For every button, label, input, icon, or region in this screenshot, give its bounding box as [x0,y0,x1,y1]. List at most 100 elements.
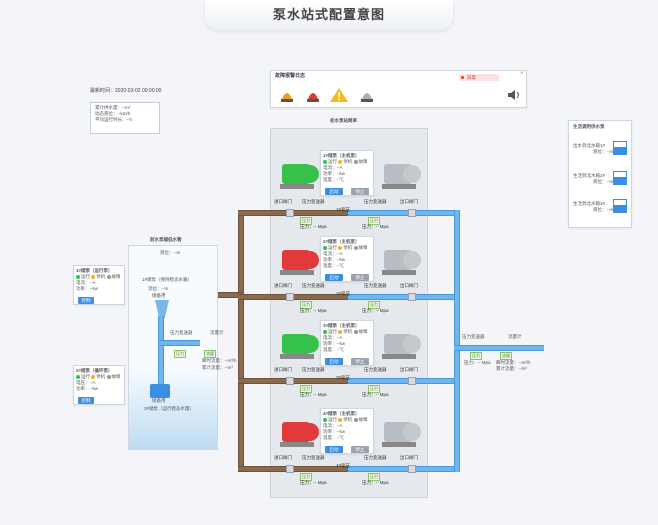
status-stop: 停机 [96,274,106,279]
pump-current: 电流：--A [323,165,343,170]
bottom-pump-title: 3#储泵（运行稳态水量） [144,406,195,411]
inlet-valve[interactable] [286,293,294,301]
tank-label: 出水到北水箱1# [573,143,606,148]
suction-label: 1#吸压 [336,207,351,212]
pump-motor-icon[interactable] [276,328,320,364]
bottom-pump-label: 储备用 [152,398,166,403]
outlet-valve[interactable] [408,377,416,385]
flow-rate: 瞬时流量：--m³/h [202,358,237,363]
left-pump-card: 1#储泵（运行泵） 运行 停机 故障 电流：--A 功率：--kw 控制 [73,265,125,305]
flowmeter-label: 流量计 [210,330,224,335]
pressure-gauge: 压力 [174,350,186,358]
pump-card: 4#储泵（主机泵） 运行 停机 故障 电流：--A 功率：--kw 温度：--℃… [320,408,374,454]
pressure-gauge: 压力 [368,473,380,481]
stop-dot-icon [91,374,96,379]
fault-dot-icon [353,159,358,164]
stop-button[interactable]: 停止 [351,446,369,453]
status-fault: 故障 [358,159,368,164]
pump-status-row: 运行 停机 故障 [323,245,371,251]
stop-button[interactable]: 停止 [351,188,369,195]
control-button[interactable]: 控制 [78,297,94,304]
start-button[interactable]: 启动 [325,446,343,453]
stop-dot-icon [338,329,343,334]
tank-value: 液位：--m [593,207,614,212]
outlet-valve[interactable] [408,209,416,217]
start-button[interactable]: 启动 [325,188,343,195]
stop-button[interactable]: 停止 [351,358,369,365]
pump-motor-icon[interactable] [276,158,320,194]
inlet-valve[interactable] [286,377,294,385]
outlet-valve[interactable] [408,293,416,301]
inlet-pressure-value: 压力：-- Mpa [300,308,327,313]
inlet-valve[interactable] [286,465,294,473]
run-dot-icon [323,245,327,250]
left-pump-line2: 功率：--kw [76,286,98,291]
fault-dot-icon [106,374,111,379]
pump-name: 3#储泵（主机泵） [323,323,360,328]
pressure-gauge: 压力 [300,473,312,481]
stop-button[interactable]: 停止 [351,274,369,281]
time-row: 最新时间：2020-03-02 00:00:00 [90,88,161,95]
status-run: 运行 [328,417,337,422]
run-dot-icon [76,274,80,279]
pump-current: 电流：--A [323,251,343,256]
tank-item: 生活到北水箱2#液位：--m [573,173,613,185]
siren-orange-icon [281,93,293,102]
status-stop: 停机 [343,417,353,422]
status-fault: 故障 [111,274,121,279]
stop-dot-icon [338,417,343,422]
status-fault: 故障 [358,417,368,422]
time-value: 2020-03-02 00:00:00 [115,88,162,94]
tank-level-icon [613,171,627,185]
supply-panel-title: 生活调用供水泵 [573,124,605,129]
out-pressure-label: 压力变送器 [462,334,485,339]
start-button[interactable]: 启动 [325,274,343,281]
inlet-pressure-value: 压力：-- Mpa [300,392,327,397]
inlet-feed-pipe [195,292,244,298]
left-pump-status: 运行 停机 故障 [76,374,122,380]
pump-name: 4#储泵（主机泵） [323,411,360,416]
tank-label: 生活到北水箱3# [573,201,606,206]
tank-label: 生活到北水箱2# [573,173,606,178]
pump-motor-icon[interactable] [378,244,422,280]
pressure-transmitter-label: 压力变送器 [364,199,387,204]
start-button[interactable]: 启动 [325,358,343,365]
pump-motor-icon[interactable] [276,244,320,280]
left-pump-status: 运行 停机 故障 [76,274,122,280]
close-icon[interactable]: × [520,71,524,77]
flow-total: 累计流量：--m³ [202,365,233,370]
pump-motor-icon[interactable] [378,416,422,452]
pressure-gauge: 压力 [368,385,380,393]
riser-pipe [158,316,164,384]
inlet-pressure-value: 压力：-- Mpa [300,480,327,485]
outlet-main-pipe [454,210,460,472]
pressure-gauge: 压力 [300,385,312,393]
status-stop: 停机 [96,374,106,379]
funnel-icon [155,300,169,318]
left-pump-line1: 电压：--A [76,380,96,385]
tank-item: 生活到北水箱3#液位：--m [573,201,613,213]
outlet-valve-label: 出口阀门 [400,455,418,460]
outlet-valve-label: 出口阀门 [400,199,418,204]
pump-motor-icon[interactable] [276,416,320,452]
pump-current: 电流：--A [323,423,343,428]
pump-motor-icon[interactable] [378,328,422,364]
status-stop: 停机 [343,329,353,334]
outlet-valve[interactable] [408,465,416,473]
inlet-valve[interactable] [286,209,294,217]
tank-level-icon [613,199,627,213]
pump-card: 2#储泵（主机泵） 运行 停机 故障 电流：--A 功率：--kw 温度：--℃… [320,236,374,282]
pressure-transmitter-label: 压力变送器 [302,199,325,204]
alarm-status[interactable]: 异常 [459,74,499,81]
pump-temp: 温度：--℃ [323,263,344,268]
inlet-valve-label: 进口阀门 [274,283,292,288]
outlet-valve-label: 出口阀门 [400,367,418,372]
alarm-status-text: 异常 [467,75,476,80]
reservoir [128,245,218,450]
status-fault: 故障 [111,374,121,379]
pump-power: 功率：--kw [323,171,345,176]
speaker-icon[interactable] [507,89,521,101]
pump-motor-icon[interactable] [378,158,422,194]
tank-level-icon [613,141,627,155]
control-button[interactable]: 控制 [78,397,94,404]
